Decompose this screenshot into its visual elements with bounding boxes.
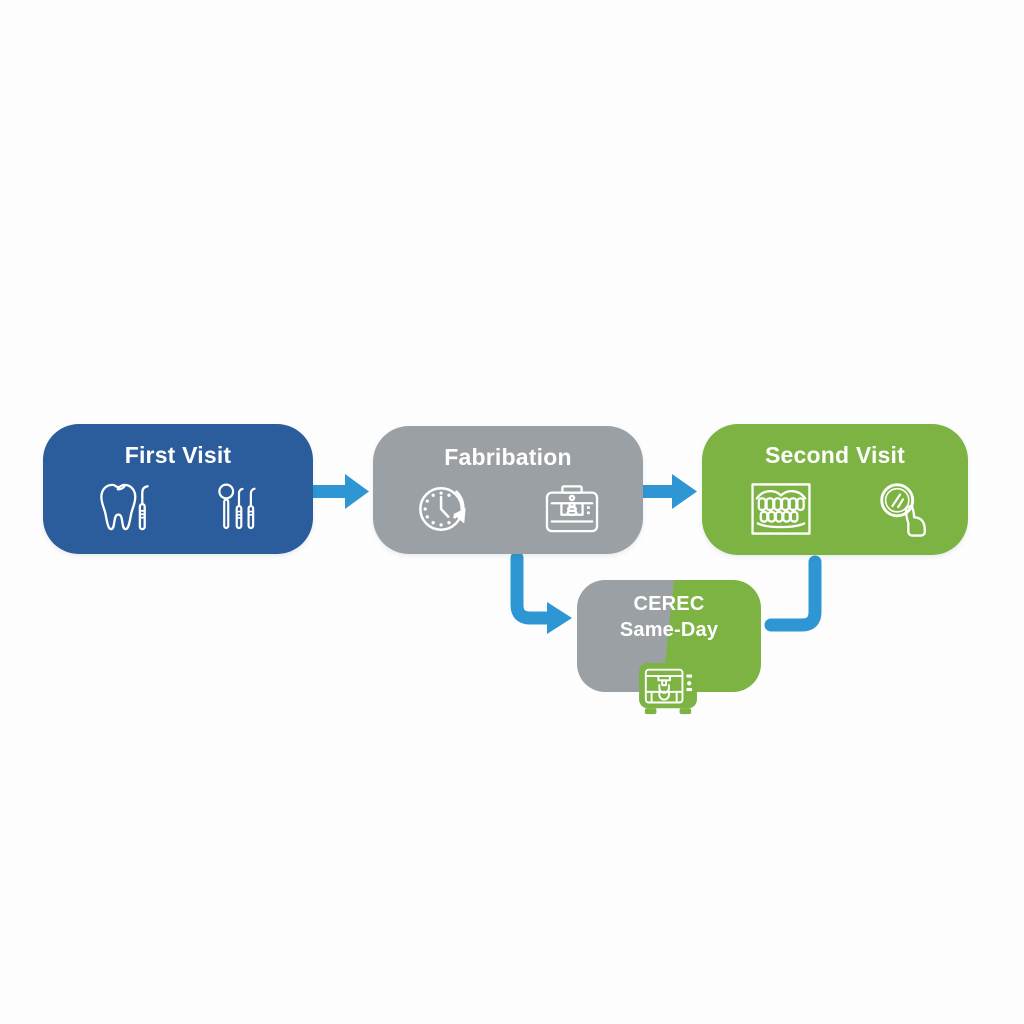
arrow-first-to-fabrication [313,474,369,509]
node-second-visit-label: Second Visit [764,442,906,468]
node-cerec-same-day: CEREC Same-Day [577,580,761,715]
node-first-visit-label: First Visit [124,442,232,468]
fabrication-icons [416,482,600,536]
magnifier-hand-icon [880,483,926,537]
node-cerec-label-line2: Same-Day [619,619,719,641]
node-fabrication: Fabribation [373,426,643,554]
arrowhead-fabrication-to-cerec [547,602,572,634]
second-visit-icons [750,480,932,538]
cerec-mill-machine-icon [639,662,697,715]
node-second-visit: Second Visit [702,424,968,555]
node-first-visit: First Visit [43,424,313,554]
clock-time-icon [419,487,466,531]
arrow-fabrication-to-second [643,474,697,509]
denture-model-icon [751,483,811,535]
tooth-and-scaler-icon [100,483,149,531]
elbow-second-to-cerec [764,555,822,632]
mirror-and-probes-icon [218,483,256,530]
milling-machine-icon [545,485,599,533]
node-cerec-label-line1: CEREC [633,593,705,615]
elbow-fabrication-to-cerec [510,551,554,625]
node-fabrication-label: Fabribation [444,444,572,470]
first-visit-icons [96,480,260,534]
